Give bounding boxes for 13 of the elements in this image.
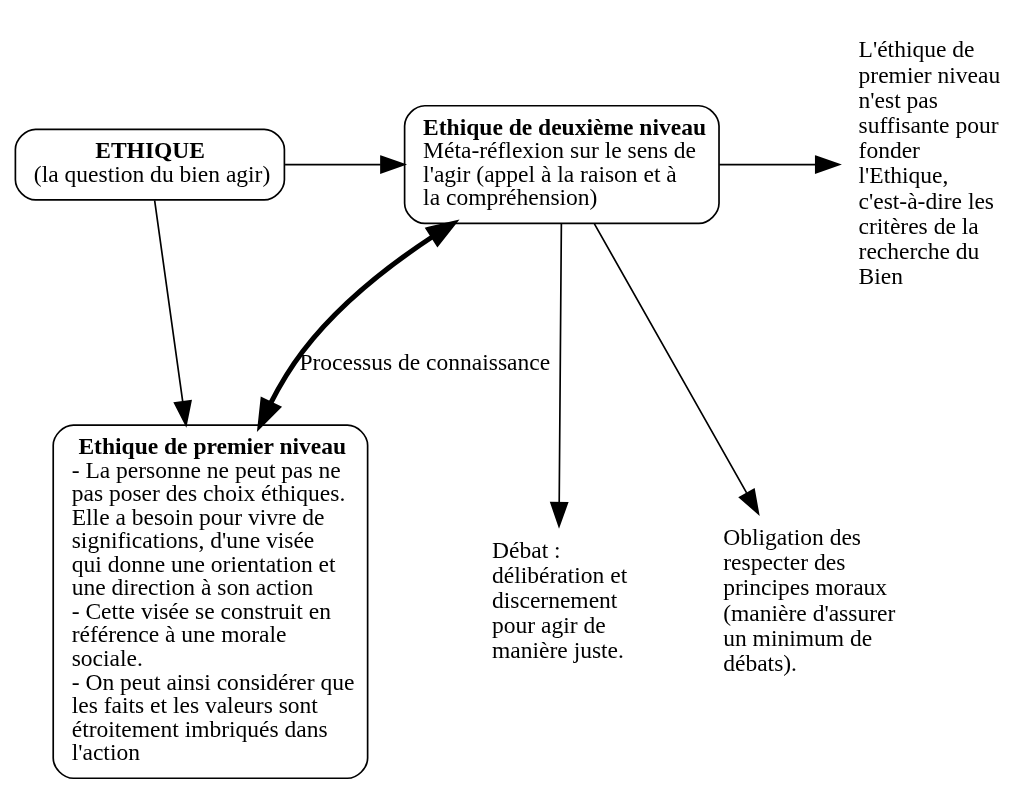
arrow (718, 154, 842, 174)
node-box: ETHIQUE (la question du bien agir) (14, 127, 286, 201)
node-text: Obligation des respecter des principes moraux (manière d'assurer un minimum de débats). (723, 523, 896, 676)
edge-label: Processus de connaissance (299, 348, 551, 375)
node-box: Ethique de premier niveau - La personne ne peut pas ne pas poser des choix éthiques. Elle a besoin pour vivre de significations, d'une visée qui donne une orientation et une direction à son action - Cette visée se construit en référence à une morale sociale. - On peut ainsi considérer que les faits et les valeurs sont étroitement imbriqués dans l'action (52, 423, 369, 779)
arrow (256, 219, 460, 432)
arrow (153, 198, 192, 428)
arrow (593, 222, 760, 516)
arrow (284, 154, 408, 174)
node-text: L'éthique de premier niveau n'est pas suffisante pour fonder l'Ethique, c'est-à-dire les critères de la recherche du Bien (858, 35, 1001, 289)
node-text: Débat : délibération et discernement pour agir de manière juste. (492, 536, 628, 663)
arrow (549, 222, 569, 529)
node-box: Ethique de deuxième niveau Méta-réflexion sur le sens de l'agir (appel à la raison et à la compréhension) (403, 104, 720, 224)
